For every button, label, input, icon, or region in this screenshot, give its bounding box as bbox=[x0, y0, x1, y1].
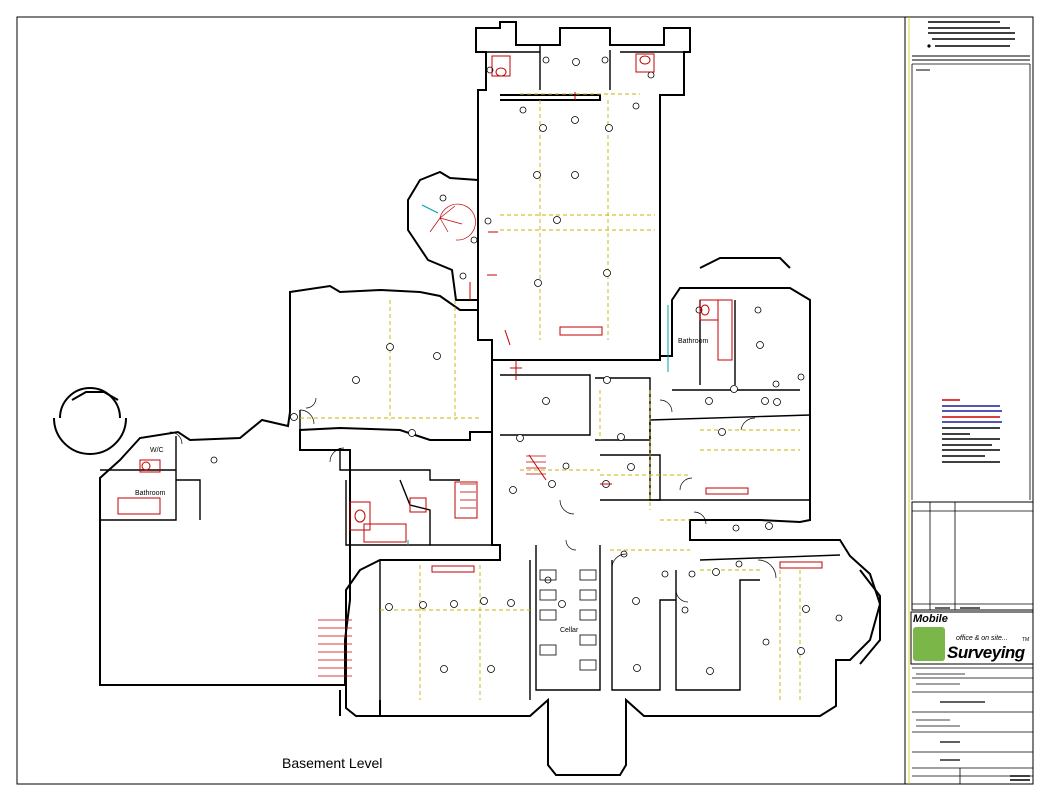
logo-brand: Mobile bbox=[913, 613, 948, 625]
sheet-border bbox=[16, 16, 1034, 785]
survey-grid-lines bbox=[300, 93, 801, 700]
drawing-title: Basement Level bbox=[282, 755, 383, 771]
title-block bbox=[910, 21, 1034, 784]
spiral-stair bbox=[429, 203, 476, 241]
cellar-bins bbox=[539, 569, 597, 671]
logo-name: Surveying bbox=[947, 643, 1025, 662]
logo-trademark: TM bbox=[1022, 637, 1030, 643]
room-label-bathroom-east: Bathroom bbox=[678, 338, 709, 345]
room-label-cellar: Cellar bbox=[560, 627, 579, 634]
sanitary-fixtures bbox=[117, 53, 823, 573]
logo-tagline: office & on site... bbox=[956, 635, 1008, 642]
door-swings bbox=[169, 397, 777, 603]
room-label-bathroom-west: Bathroom bbox=[135, 490, 166, 497]
building-outline bbox=[53, 21, 882, 776]
interior-walls bbox=[100, 45, 841, 700]
room-label-wc: W/C bbox=[150, 447, 164, 454]
company-logo: Mobile office & on site... Surveying TM bbox=[911, 613, 1032, 663]
level-markers bbox=[210, 56, 843, 675]
stairs bbox=[318, 455, 546, 677]
logo-mark-icon bbox=[913, 627, 945, 661]
